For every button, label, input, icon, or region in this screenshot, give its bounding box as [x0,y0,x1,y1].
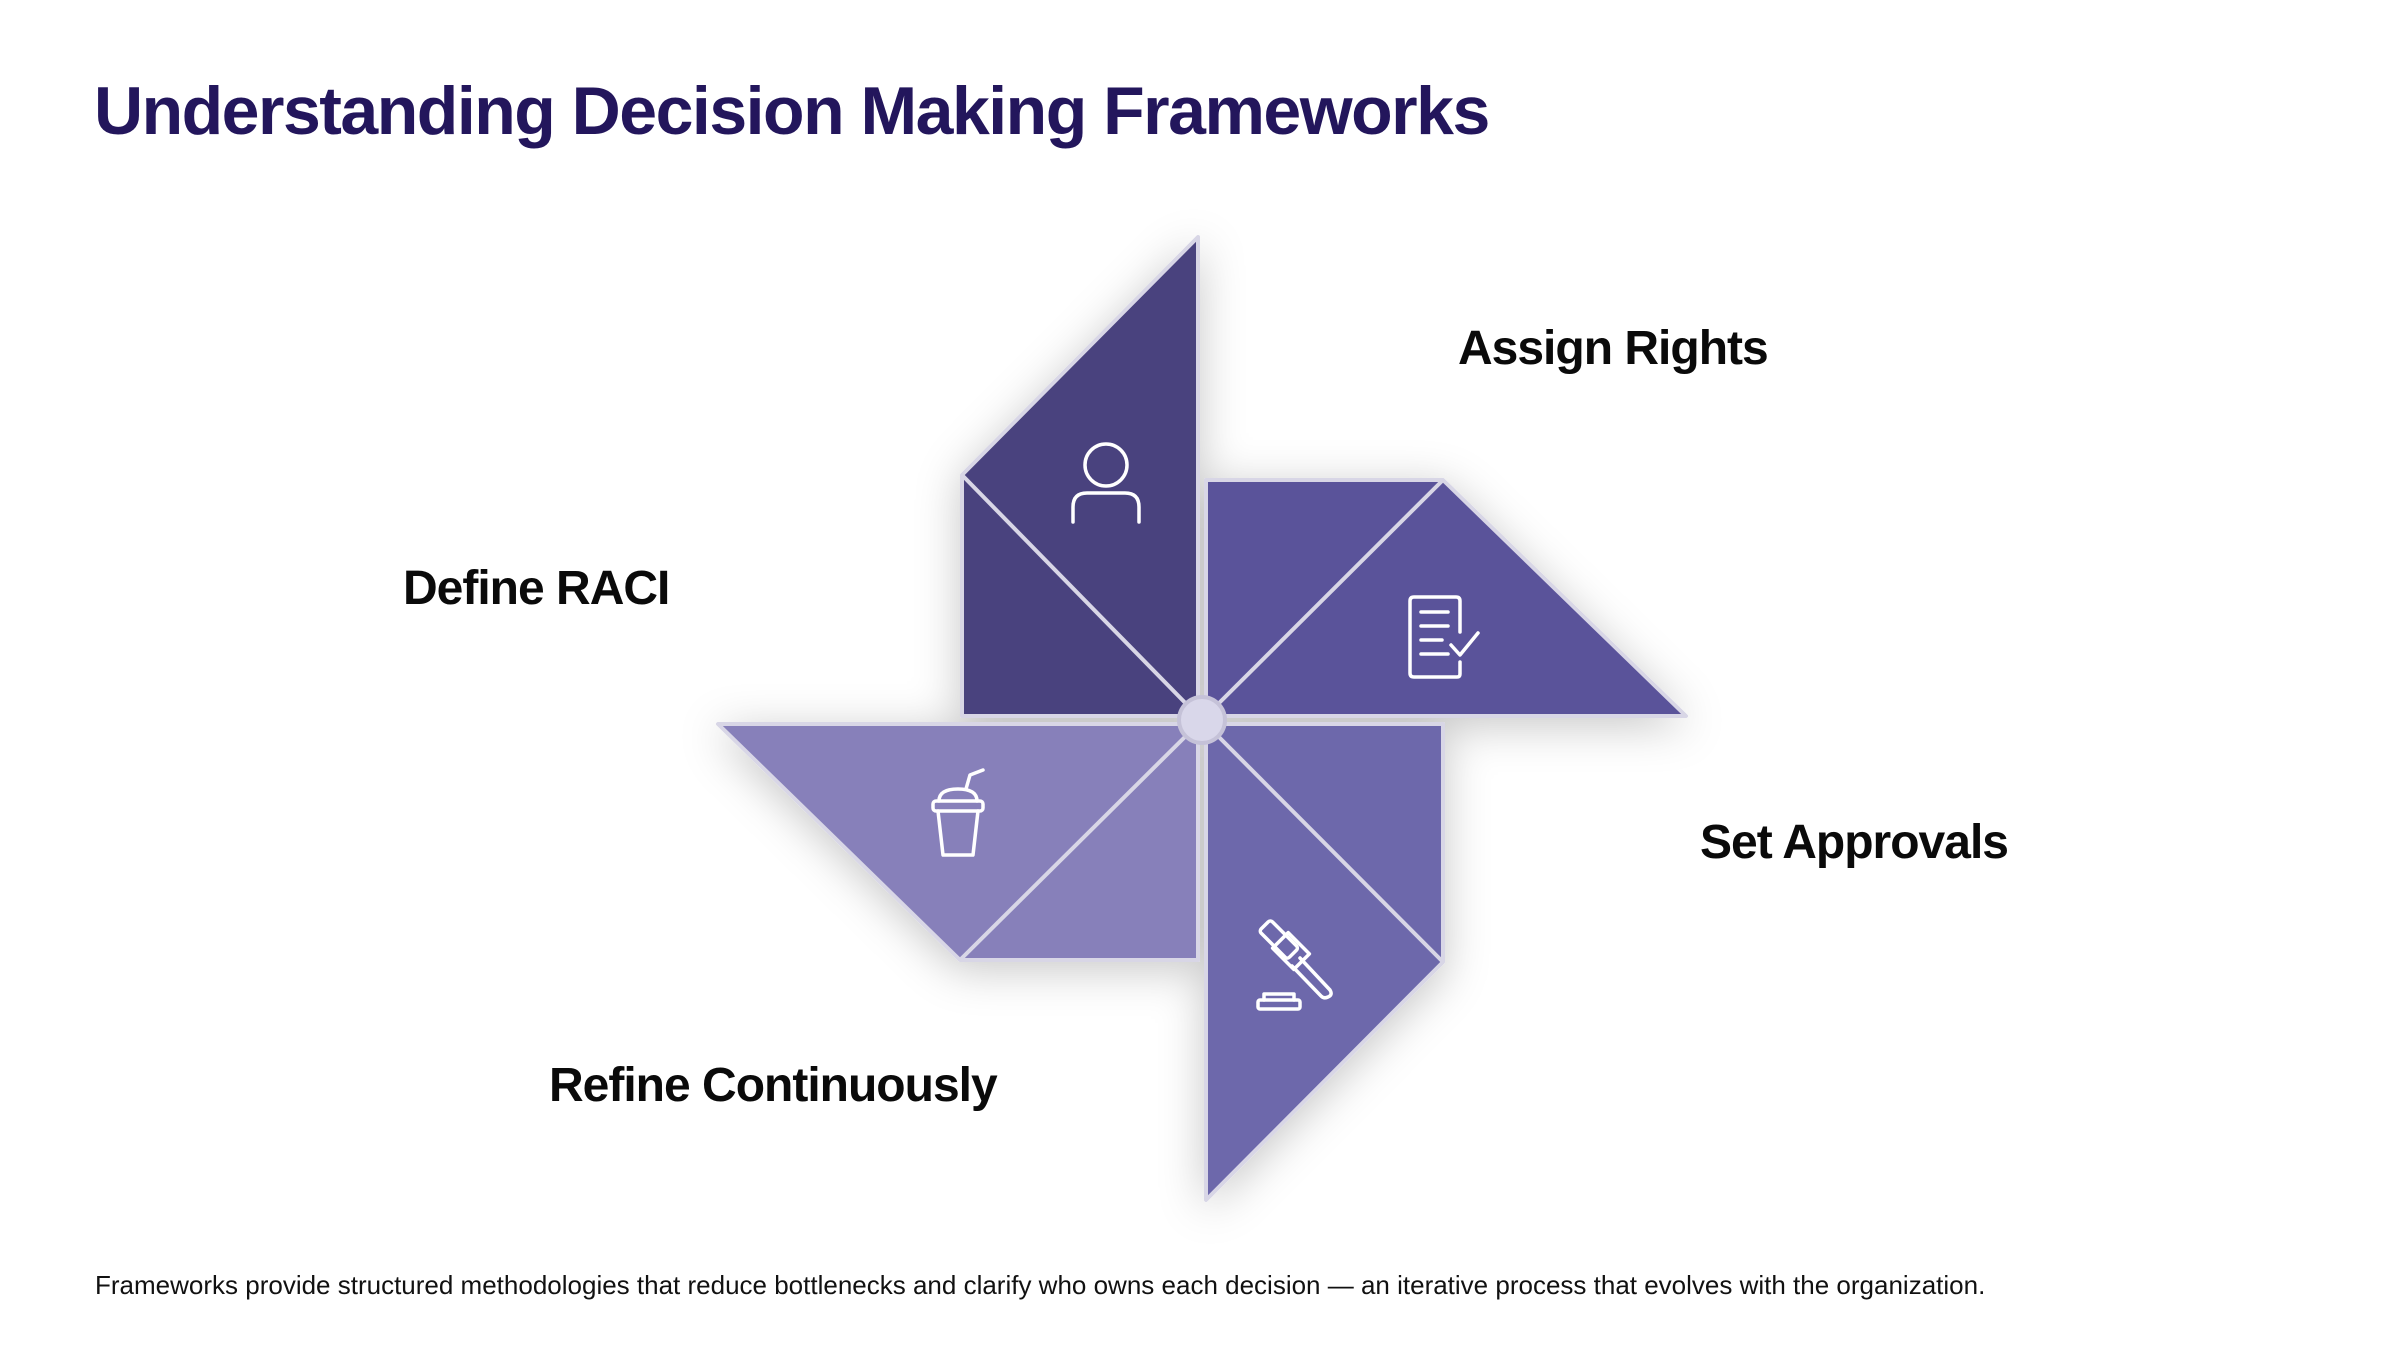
pinwheel-center-pin [1177,695,1227,745]
step-label-set-approvals: Set Approvals [1700,816,2009,869]
gavel-icon [1256,919,1333,1011]
step-label-refine-continuously: Refine Continuously [549,1059,998,1112]
step-label-assign-rights: Assign Rights [1458,322,1769,375]
blade-refine-continuously [716,722,1200,962]
person-icon [1071,442,1141,524]
footer-caption: Frameworks provide structured methodolog… [95,1270,1986,1300]
checklist-document-icon [1408,595,1480,679]
blade-define-raci [960,235,1200,718]
fold-line [960,473,1204,722]
cup-icon [931,768,985,857]
fold-line [1200,478,1445,722]
page-title: Understanding Decision Making Frameworks [94,73,1490,149]
step-label-define-raci: Define RACI [403,562,670,615]
fold-line [958,718,1204,962]
blade-set-approvals [1204,722,1445,1202]
fold-line [1200,718,1445,964]
